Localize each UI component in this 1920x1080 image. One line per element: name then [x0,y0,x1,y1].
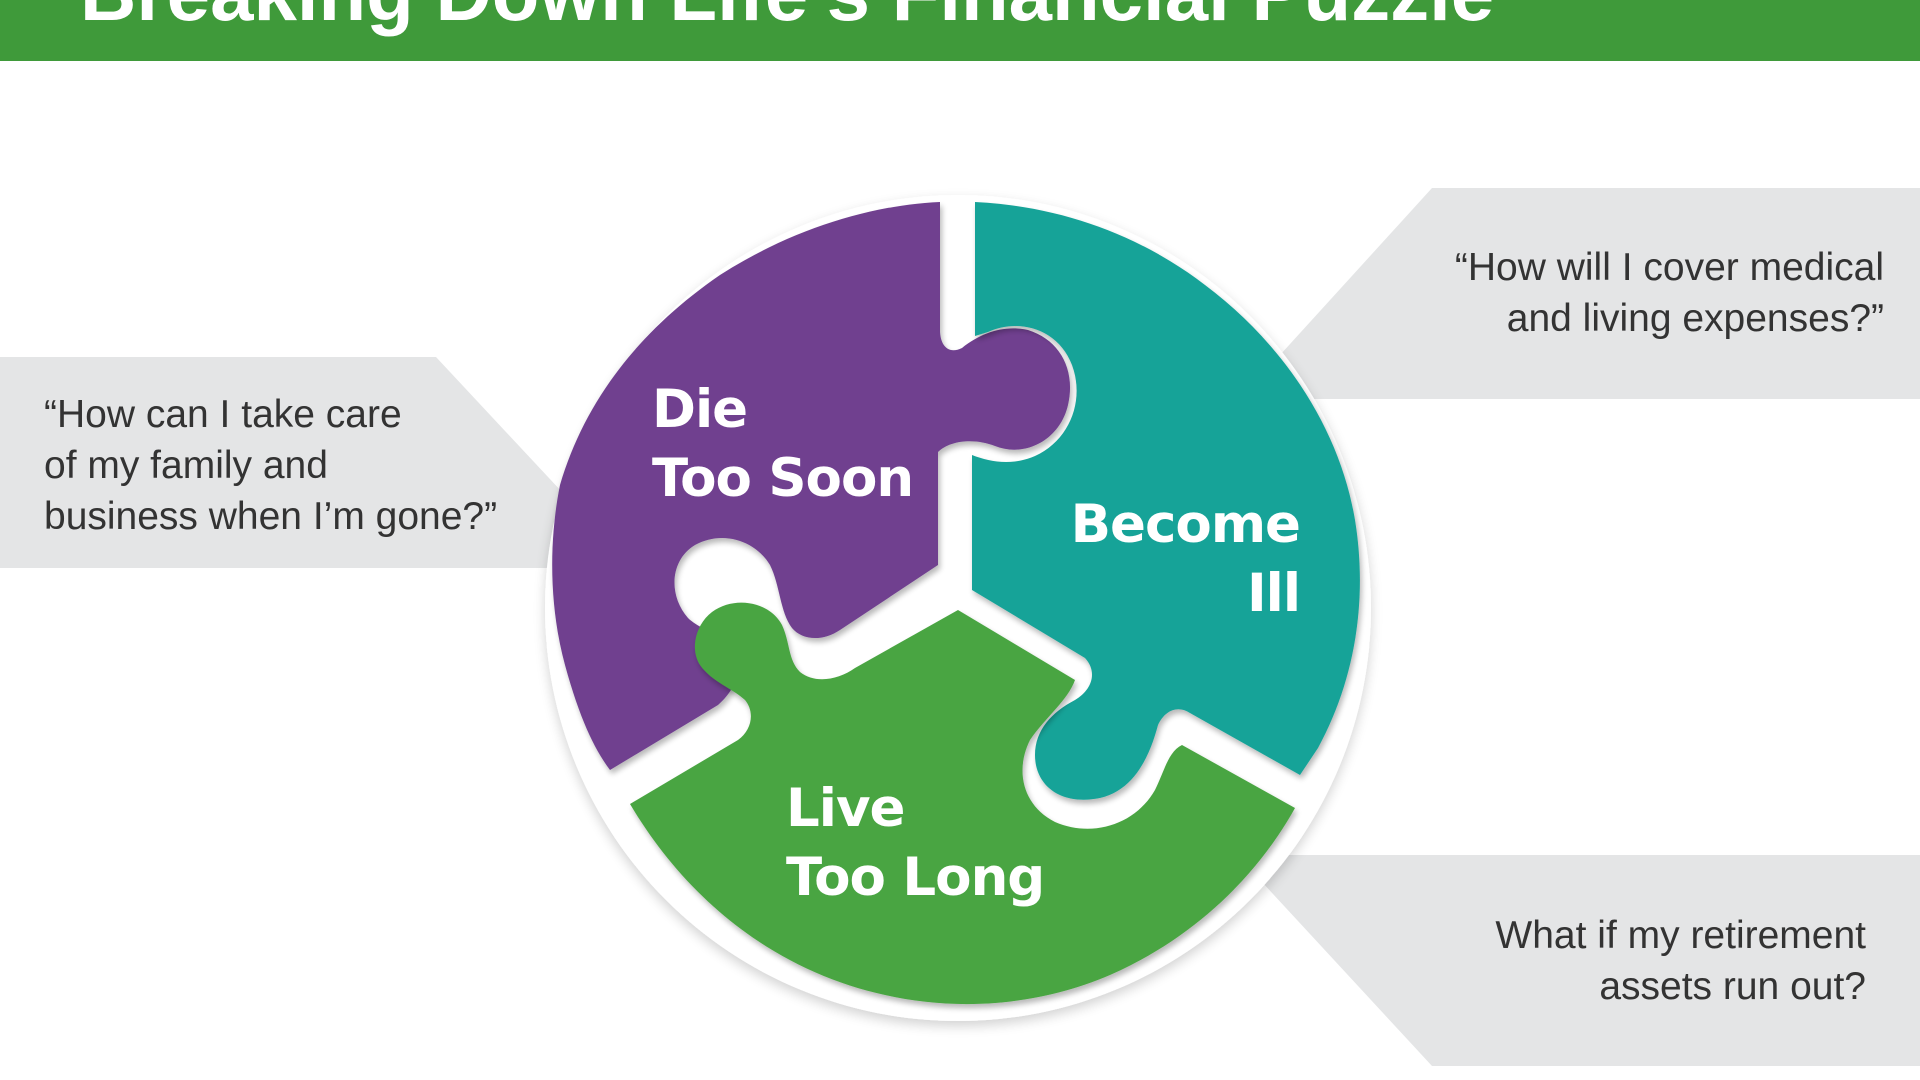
callout-top-right-text: “How will I cover medical and living exp… [1455,242,1884,344]
piece-label-line: Ill [1246,563,1301,624]
callout-left-banner [0,357,633,568]
piece-label-live-too-long: Live Too Long [786,774,1045,912]
callout-left-text: “How can I take care of my family and bu… [44,389,497,542]
callout-line: and living expenses?” [1506,297,1884,340]
slide-title: Breaking Down Life's Financial Puzzle [80,0,1494,38]
callout-line: business when I’m gone?” [44,495,498,538]
callout-top-right-banner [1240,188,1920,399]
piece-label-line: Too Soon [652,448,914,509]
callout-line: “How can I take care [44,393,402,436]
callout-line: of my family and [44,444,328,487]
piece-label-line: Too Long [786,847,1045,908]
callout-line: “How will I cover medical [1454,246,1884,289]
callout-bottom-right-text: What if my retirement assets run out? [1495,910,1866,1012]
puzzle-piece-die-too-soon [552,202,1071,770]
piece-label-line: Die [652,379,748,440]
piece-label-line: Live [786,778,905,839]
piece-label-die-too-soon: Die Too Soon [652,375,914,513]
piece-label-become-ill: Become Ill [1000,490,1301,628]
callout-bottom-right-banner [1237,855,1920,1066]
callout-line: What if my retirement [1495,914,1866,957]
header-bar: Breaking Down Life's Financial Puzzle [0,0,1920,61]
puzzle-piece-live-too-long [630,602,1295,1005]
puzzle-piece-become-ill [972,202,1360,800]
callout-line: assets run out? [1599,965,1866,1008]
piece-label-line: Become [1070,494,1301,555]
